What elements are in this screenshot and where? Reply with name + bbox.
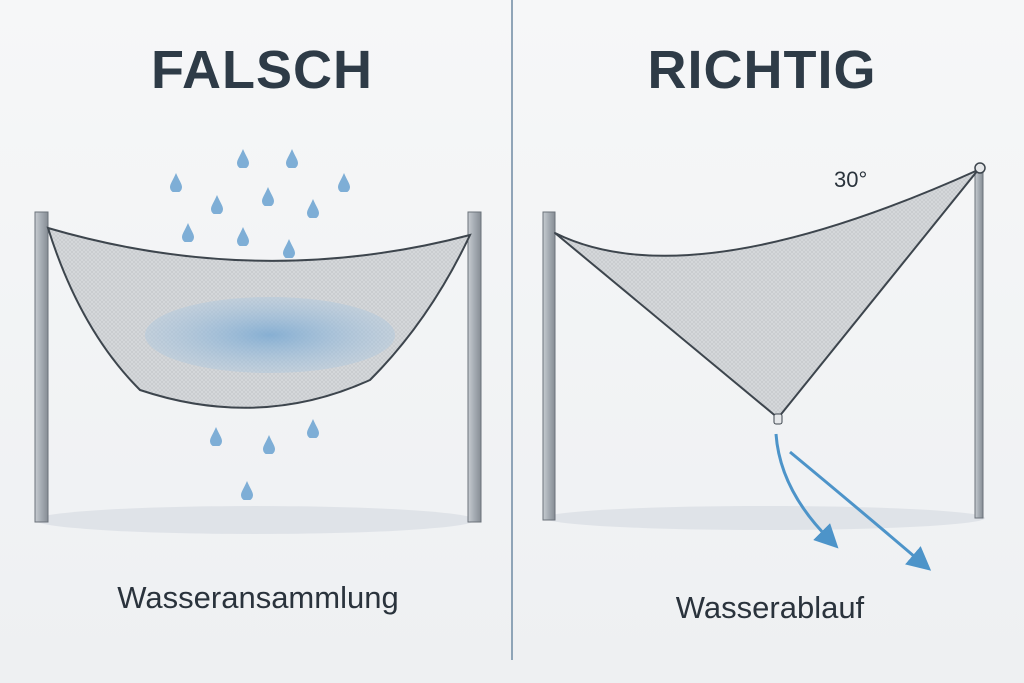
- ground-shadow: [545, 506, 985, 530]
- tensioned-sail: [554, 169, 979, 419]
- correct-caption: Wasserablauf: [676, 590, 865, 625]
- water-runoff-arrows-icon: [774, 433, 932, 571]
- pole-right: [974, 169, 984, 519]
- pole-right: [467, 211, 482, 523]
- angle-label: 30°: [834, 167, 867, 192]
- wrong-title: FALSCH: [151, 40, 373, 100]
- wrong-setup: FALSCH Wasseransammlung: [34, 40, 482, 615]
- correct-title: RICHTIG: [648, 40, 877, 100]
- pooled-water: [145, 297, 395, 373]
- ground-shadow: [35, 506, 475, 534]
- correct-setup: 30° RICHTIG Wasserablauf: [542, 40, 986, 625]
- pole-left: [542, 211, 556, 521]
- pole-left: [34, 211, 49, 523]
- wrong-caption: Wasseransammlung: [117, 580, 398, 615]
